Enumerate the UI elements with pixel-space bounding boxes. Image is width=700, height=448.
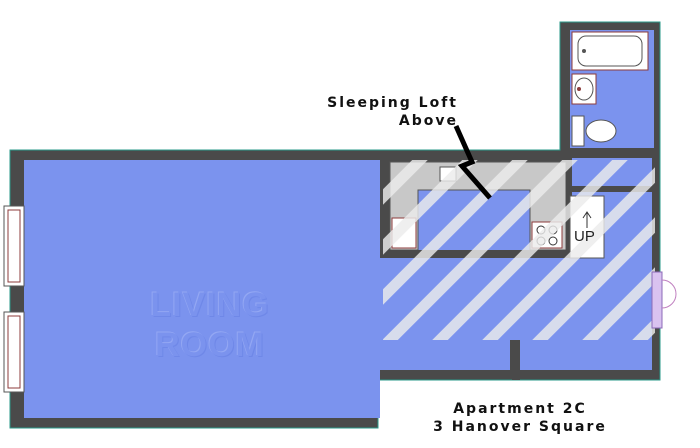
bathroom-sink-icon <box>571 73 597 105</box>
room-label-line2: ROOM <box>155 326 265 364</box>
kitchen-wall-left <box>380 158 388 258</box>
corridor-floor <box>520 340 652 370</box>
address-line2: 3 Hanover Square <box>433 419 607 435</box>
bath-wall-divider <box>566 150 652 158</box>
address-line1: Apartment 2C <box>453 401 587 417</box>
lower-floor-strip <box>376 340 510 370</box>
sleeping-loft-hatch <box>383 160 655 340</box>
entry-door <box>651 271 677 329</box>
kitchen-wall-bottom-right <box>506 250 568 258</box>
room-label-line1: LIVING <box>150 286 270 324</box>
living-room-floor <box>24 160 380 418</box>
kitchen-wall-bottom-left <box>380 250 420 258</box>
loft-label-line1: Sleeping Loft <box>327 95 458 111</box>
toilet-icon <box>571 115 617 147</box>
window-upper <box>3 205 25 287</box>
window-lower <box>3 311 25 393</box>
loft-label-line2: Above <box>398 113 458 129</box>
stair-wall-2 <box>566 186 652 192</box>
loft-label: Sleeping Loft Above <box>318 94 458 130</box>
stair-up-label: UP <box>574 228 595 245</box>
address-block: Apartment 2C 3 Hanover Square <box>425 400 615 436</box>
living-room-label: LIVING ROOM <box>140 285 280 365</box>
bathtub-icon <box>571 31 649 71</box>
bottom-wall-stub <box>512 340 520 380</box>
loft-pointer-arrow <box>453 124 492 200</box>
